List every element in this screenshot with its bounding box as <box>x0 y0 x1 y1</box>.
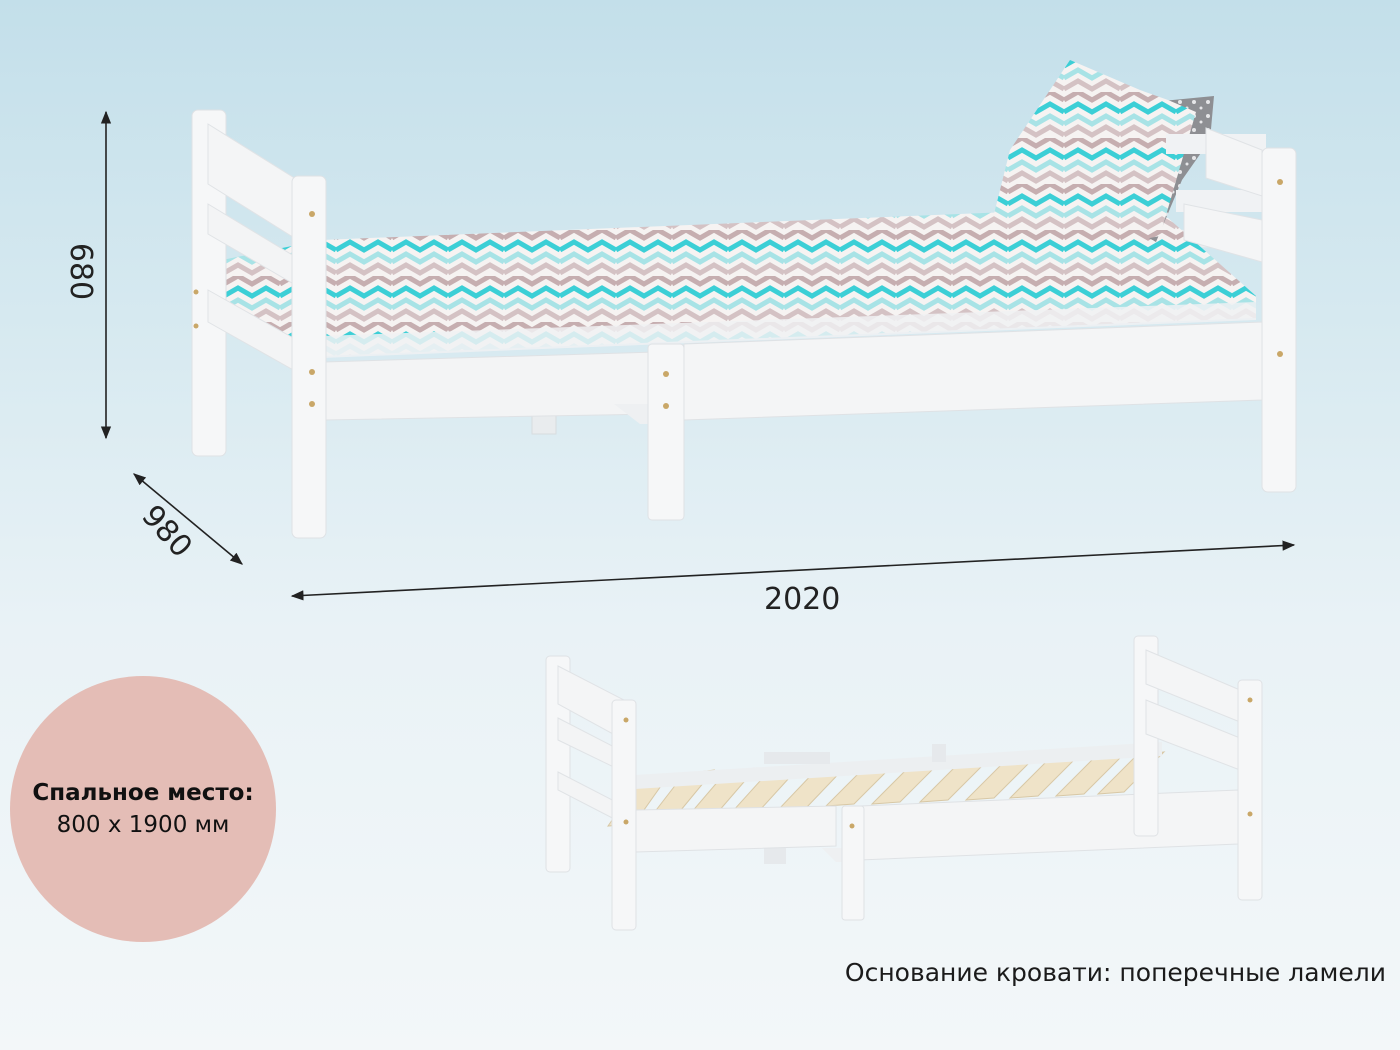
sleeping-place-value: 800 х 1900 мм <box>56 812 230 838</box>
sleeping-place-title: Спальное место: <box>32 780 254 806</box>
length-dimension-label: 2020 <box>764 582 841 617</box>
side-rail <box>323 321 1263 521</box>
depth-arrow <box>133 473 243 565</box>
pillow <box>994 60 1214 244</box>
left-headboard <box>191 109 327 539</box>
base-caption: Основание кровати: поперечные ламели <box>844 958 1386 987</box>
height-dimension-label: 680 <box>63 242 99 301</box>
bed-base-illustration <box>545 635 1263 931</box>
right-headboard <box>1166 127 1297 493</box>
length-arrow <box>290 540 1296 601</box>
sleeping-place-badge: Спальное место: 800 х 1900 мм <box>10 676 276 942</box>
